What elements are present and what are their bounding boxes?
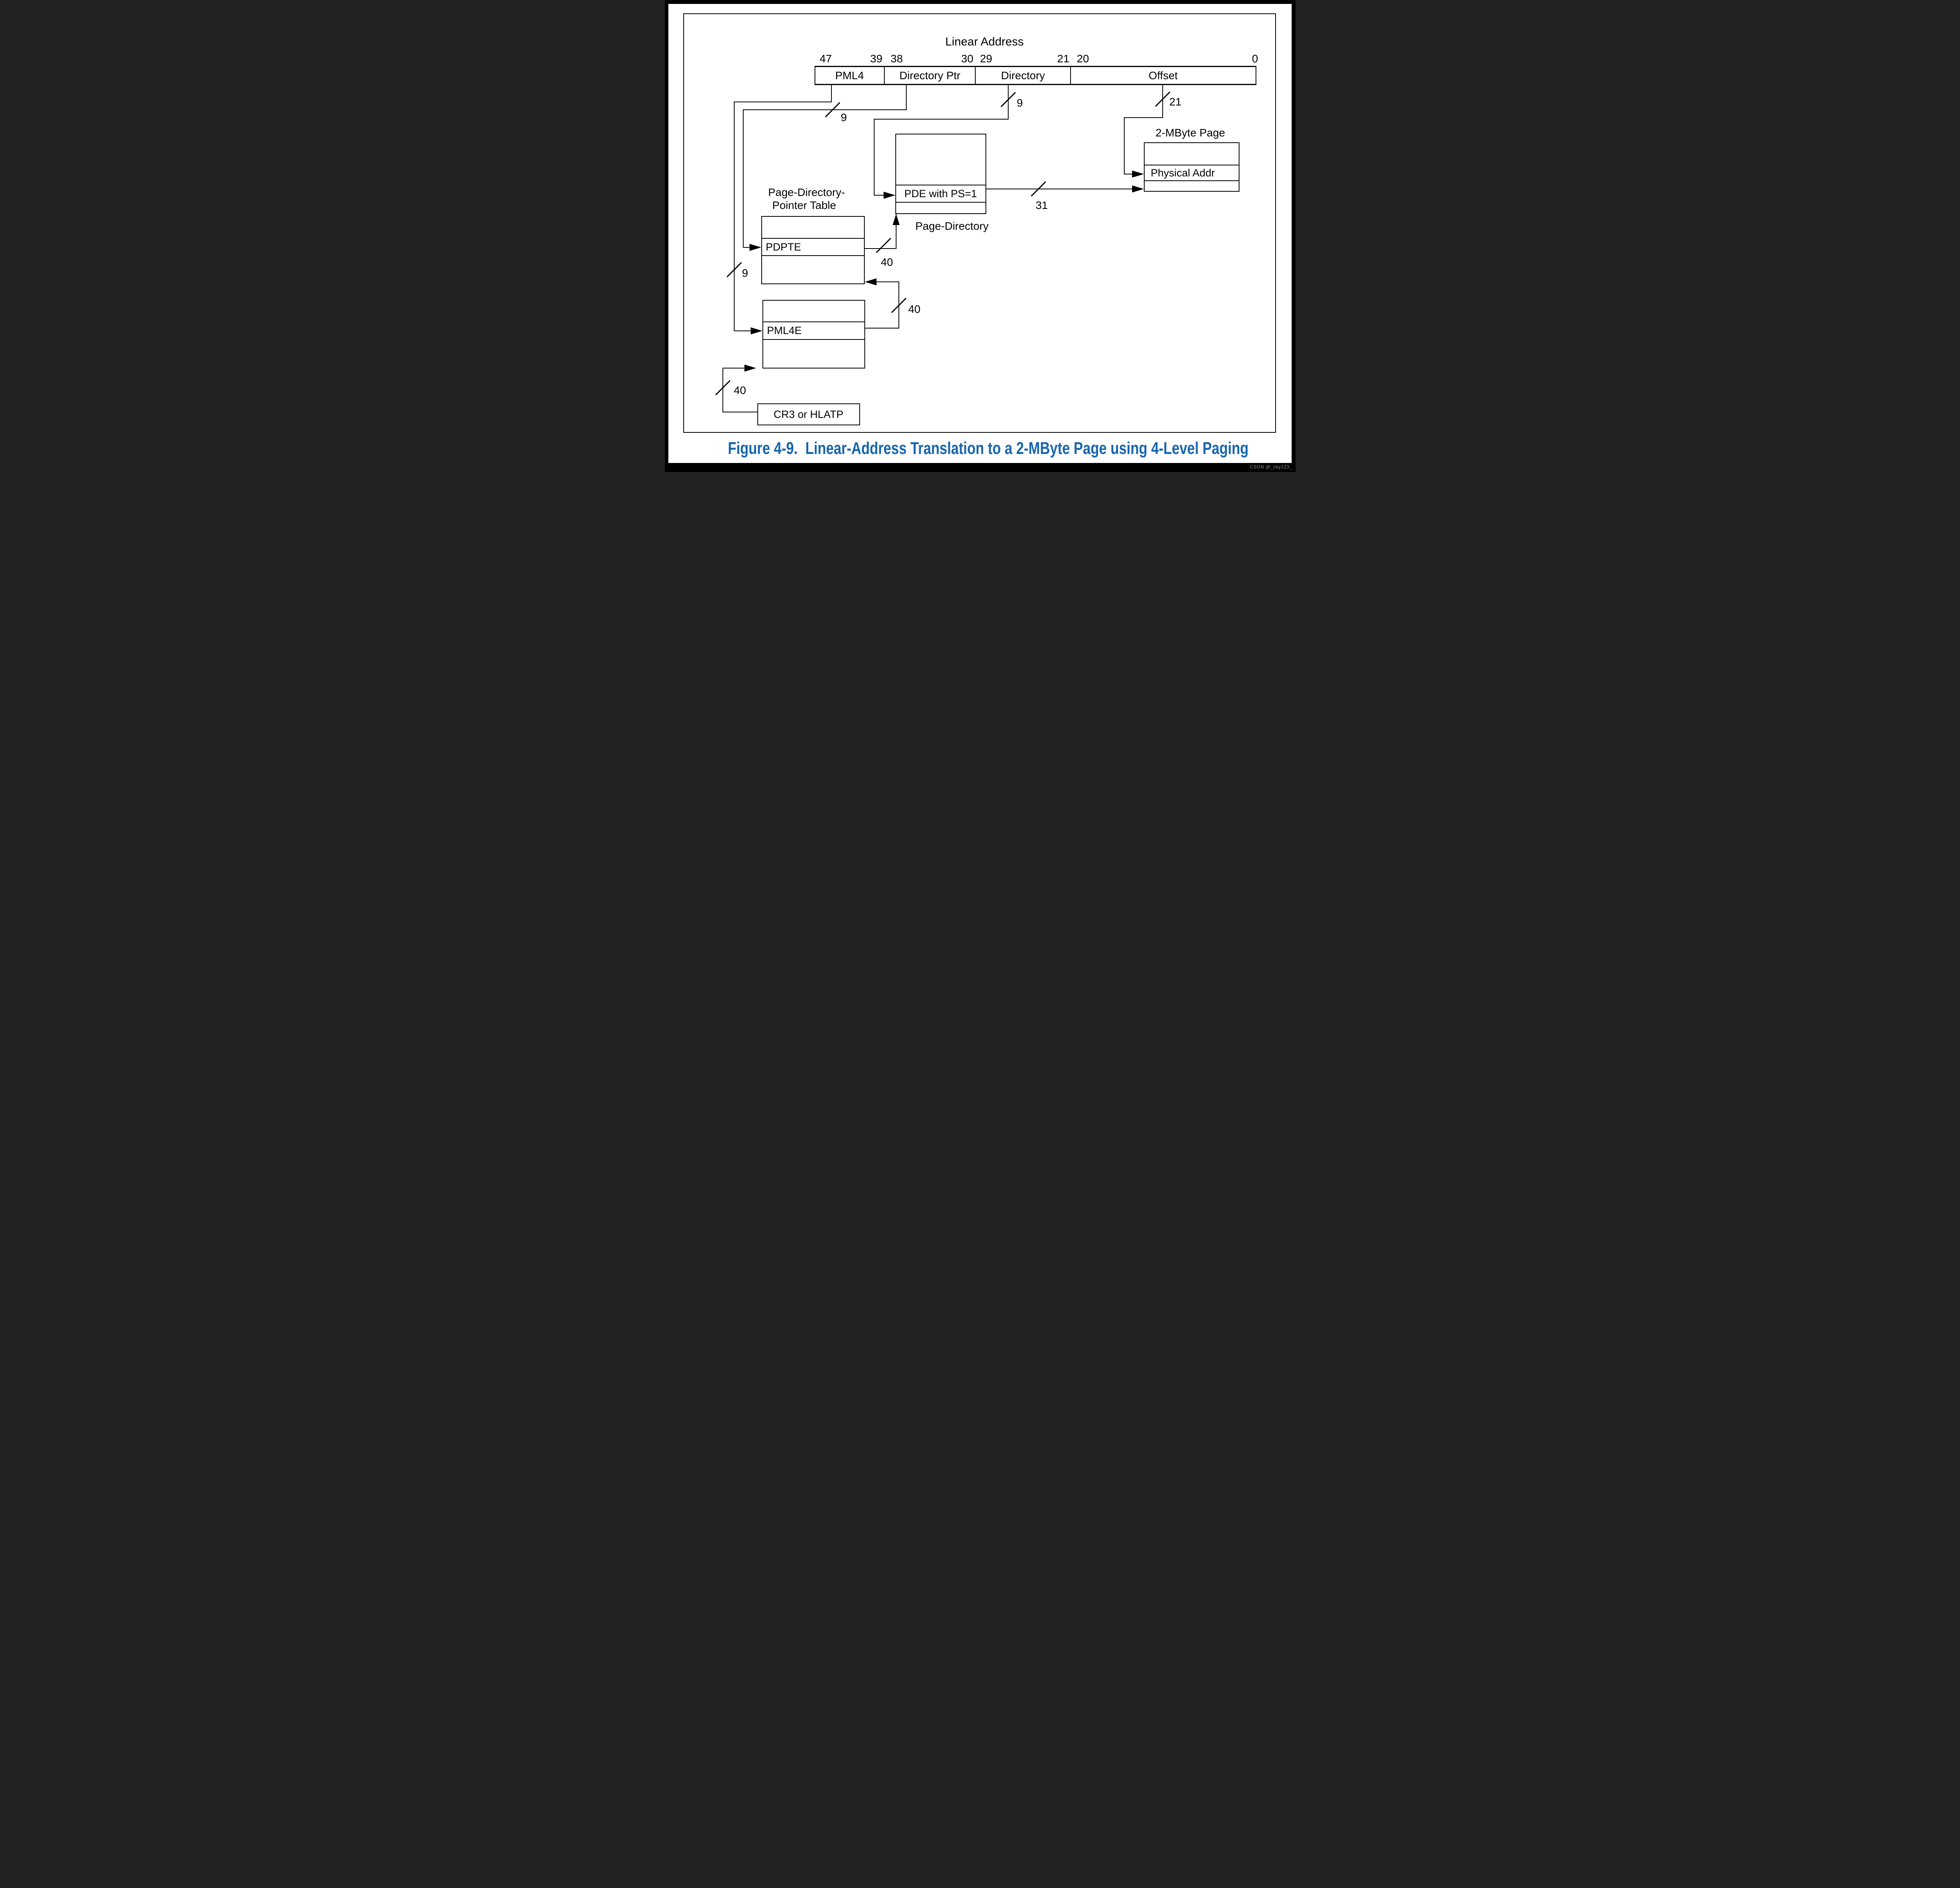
arrowhead-into-pdpte-icon bbox=[749, 244, 761, 251]
bit-label-20: 20 bbox=[1076, 53, 1089, 65]
bus-width-dirptr: 9 bbox=[840, 111, 847, 123]
pdpt-box bbox=[761, 216, 865, 284]
wire-offset-drop bbox=[1162, 85, 1163, 118]
wire-directory-into-entry bbox=[873, 195, 885, 196]
cr3-label: CR3 or HLATP bbox=[773, 408, 844, 420]
wire-pml4-drop bbox=[831, 85, 832, 102]
field-directory-ptr: Directory Ptr bbox=[885, 67, 976, 84]
field-directory: Directory bbox=[976, 67, 1071, 84]
pdpt-title-line2: Pointer Table bbox=[772, 199, 836, 211]
wire-directory-drop bbox=[1007, 85, 1009, 120]
bus-width-directory: 9 bbox=[1016, 97, 1023, 109]
physical-addr-entry: Physical Addr bbox=[1151, 167, 1215, 179]
bit-label-29: 29 bbox=[980, 53, 993, 65]
wire-pml4e-out-h bbox=[865, 328, 899, 329]
arrowhead-into-pdpt-icon bbox=[864, 278, 877, 285]
page-directory-label: Page-Directory bbox=[915, 220, 989, 232]
bit-label-38: 38 bbox=[890, 53, 903, 65]
arrowhead-into-pde-icon bbox=[883, 192, 895, 199]
wire-dirptr-into-entry bbox=[742, 247, 751, 248]
wire-pml4-vertical bbox=[733, 102, 735, 331]
linear-address-title: Linear Address bbox=[945, 35, 1024, 48]
page-directory-box bbox=[895, 134, 986, 214]
wire-pml4-into-entry bbox=[733, 330, 752, 331]
field-offset: Offset bbox=[1149, 69, 1178, 82]
bus-width-cr3-out: 40 bbox=[733, 384, 746, 396]
bus-width-pde-out: 31 bbox=[1035, 199, 1048, 211]
pml4-table-box bbox=[762, 300, 865, 369]
bit-label-47: 47 bbox=[819, 53, 832, 65]
screenshot-canvas: Linear Address 47 39 38 30 29 21 20 0 PM… bbox=[664, 0, 1296, 472]
page-title: 2-MByte Page bbox=[1155, 127, 1225, 139]
wire-dirptr-drop bbox=[906, 85, 907, 110]
wire-dirptr-vertical bbox=[742, 109, 744, 248]
arrowhead-into-page-base-icon bbox=[1132, 185, 1144, 192]
bit-label-39: 39 bbox=[870, 53, 883, 65]
linear-address-box: PML4 Directory Ptr Directory Offset bbox=[814, 66, 1256, 85]
arrowhead-into-page-directory-icon bbox=[892, 214, 900, 225]
wire-offset-vertical bbox=[1123, 117, 1125, 174]
pde-entry: PDE with PS=1 bbox=[904, 187, 977, 200]
wire-directory-vertical bbox=[873, 119, 875, 196]
figure-caption: Figure 4-9. Linear-Address Translation t… bbox=[728, 439, 1249, 458]
page-directory-row-line-bottom bbox=[895, 202, 986, 203]
field-pml4: PML4 bbox=[815, 67, 885, 84]
bus-width-pml4e-out: 40 bbox=[908, 303, 921, 315]
bit-label-0: 0 bbox=[1252, 53, 1258, 65]
bus-width-offset: 21 bbox=[1169, 96, 1182, 108]
wire-directory-horizontal bbox=[873, 119, 1009, 120]
wire-cr3-into-pml4-table bbox=[722, 368, 745, 369]
arrowhead-cr3-into-pml4-table-icon bbox=[744, 365, 756, 372]
figure-frame bbox=[683, 13, 1276, 433]
bit-label-21: 21 bbox=[1057, 53, 1070, 65]
pdpt-title-line1: Page-Directory- bbox=[768, 186, 845, 198]
page-row-line-bottom bbox=[1143, 180, 1240, 181]
csdn-watermark: CSDN @_sky123_ bbox=[1250, 464, 1292, 470]
pml4-row-line-bottom bbox=[762, 339, 865, 340]
wire-offset-horizontal bbox=[1123, 117, 1163, 118]
pdpte-entry: PDPTE bbox=[766, 241, 801, 253]
pml4-row-line-top bbox=[762, 321, 865, 322]
pdpt-row-line-bottom bbox=[761, 255, 865, 256]
bit-label-30: 30 bbox=[961, 53, 974, 65]
pdpt-row-line-top bbox=[761, 238, 865, 239]
wire-pml4e-into-pdpt bbox=[875, 281, 899, 282]
wire-dirptr-horizontal bbox=[742, 109, 907, 110]
cr3-box bbox=[757, 403, 860, 425]
pml4e-entry: PML4E bbox=[767, 325, 802, 336]
arrowhead-into-physaddr-icon bbox=[1132, 171, 1144, 178]
wire-pdpte-out-v bbox=[895, 214, 897, 249]
arrowhead-into-pml4e-icon bbox=[750, 327, 762, 334]
bus-width-pdpte-out: 40 bbox=[880, 256, 893, 268]
bus-width-pml4: 9 bbox=[742, 267, 748, 279]
wire-cr3-out-v bbox=[722, 368, 723, 412]
two-mbyte-page-box bbox=[1143, 142, 1240, 192]
